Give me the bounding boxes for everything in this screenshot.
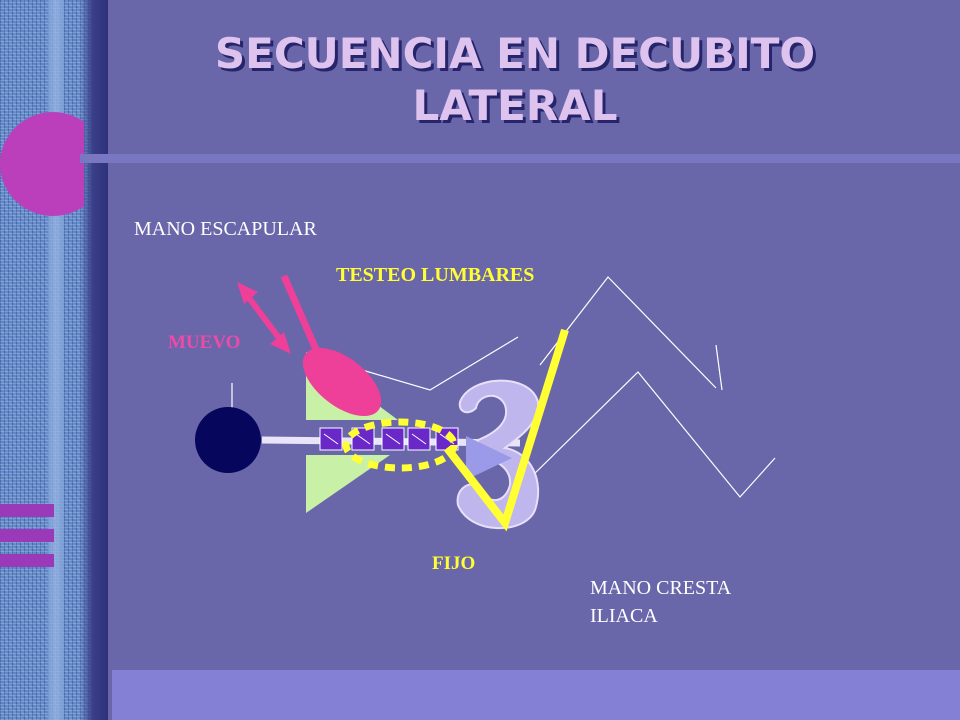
- slide-title: SECUENCIA EN DECUBITO LATERAL: [214, 29, 816, 130]
- label-mano-escapular: MANO ESCAPULAR: [134, 218, 317, 240]
- head-icon: [195, 407, 261, 473]
- decorative-strip-shadow: [80, 0, 108, 720]
- label-testeo-lumbares: TESTEO LUMBARES: [336, 264, 535, 286]
- lower-leg-outline: [527, 371, 776, 498]
- stripe-bar: [0, 554, 54, 567]
- sacrum-triangle: [466, 436, 512, 480]
- title-divider: [80, 154, 960, 163]
- double-arrow-icon: [237, 282, 291, 354]
- hand-icon: [302, 347, 382, 417]
- vertebrae: [319, 427, 459, 451]
- arm-outline: [351, 336, 519, 391]
- checkmark-icon: [443, 328, 569, 532]
- stripe-bar: [0, 504, 54, 517]
- bottom-band: [112, 670, 960, 720]
- focus-dotted-ellipse: [342, 418, 458, 472]
- label-mano-cresta-iliaca: MANO CRESTA ILIACA: [590, 577, 731, 627]
- stripe-bar: [0, 529, 54, 542]
- hand-arm-line: [280, 274, 322, 356]
- knee-line: [715, 344, 723, 391]
- decorative-magenta-disc: [0, 112, 84, 216]
- label-muevo: MUEVO: [168, 332, 241, 353]
- lower-wedge: [306, 455, 390, 513]
- label-fijo: FIJO: [432, 553, 476, 574]
- decorative-stripe-bars: [0, 504, 54, 579]
